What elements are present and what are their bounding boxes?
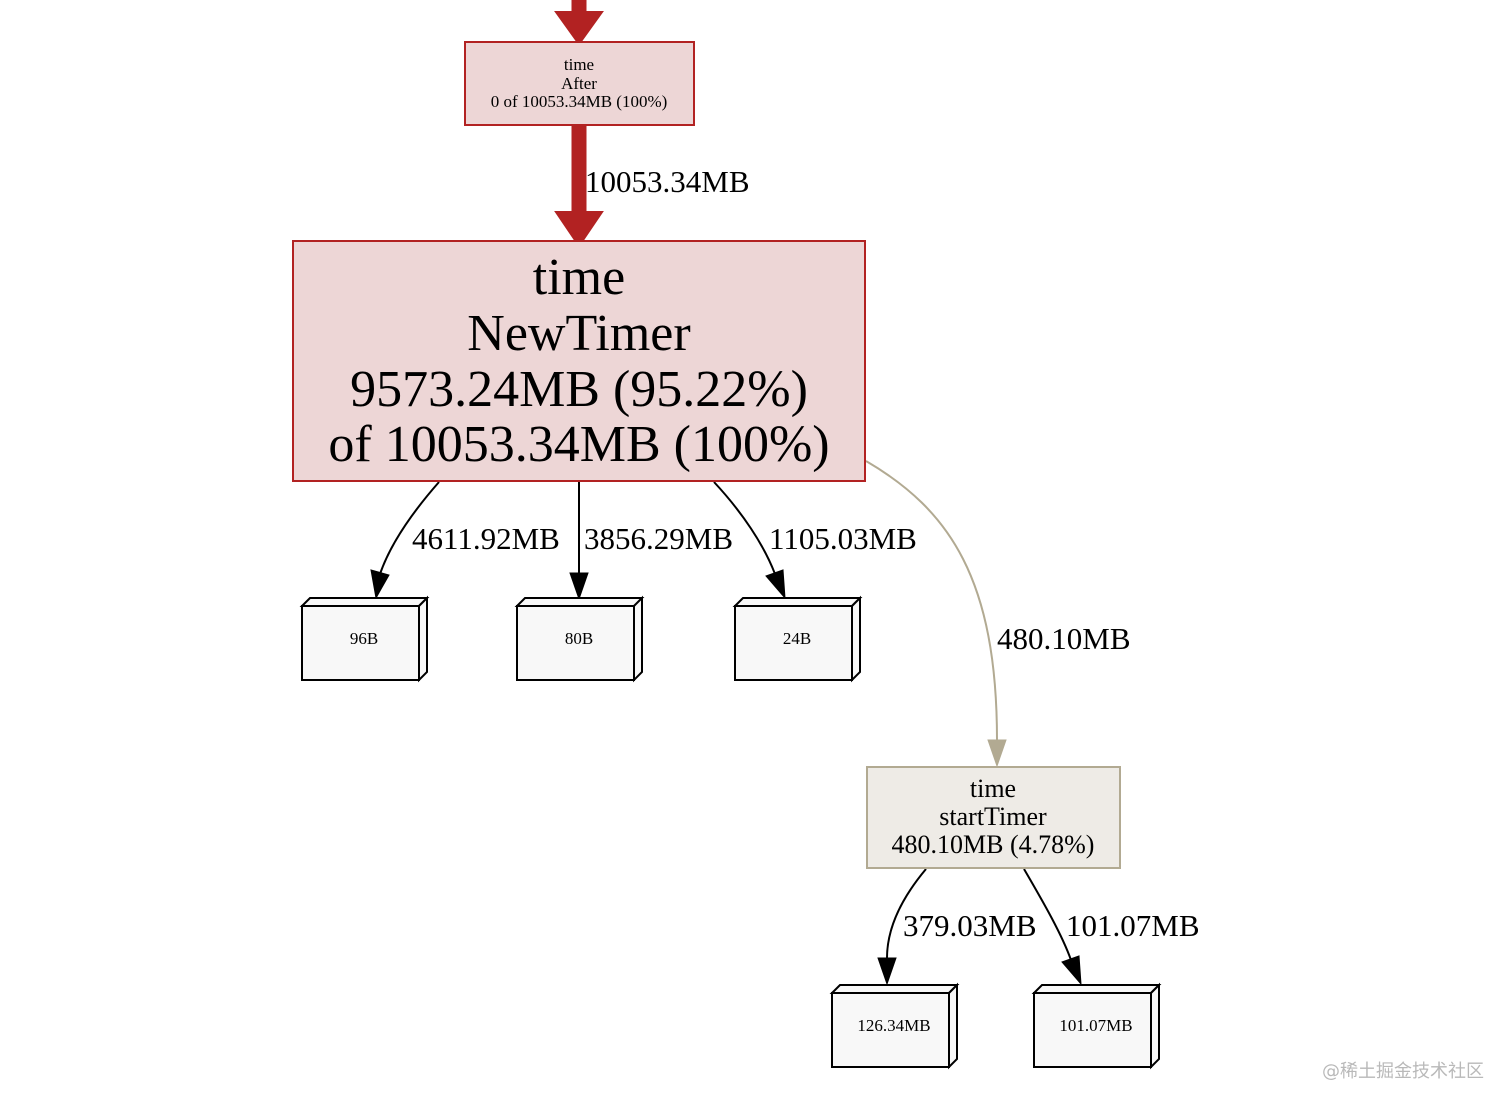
node-box-96b[interactable]: 96B [299, 595, 430, 683]
node-package: time [564, 55, 594, 74]
edge-arrowhead [1061, 955, 1082, 986]
node-box-24b[interactable]: 24B [732, 595, 863, 683]
edge-newtimer-to-starttimer: 480.10MB [865, 460, 1131, 768]
box-top-face [732, 597, 863, 607]
edge-line [1023, 868, 1072, 961]
node-box-80b[interactable]: 80B [514, 595, 645, 683]
box-label: 24B [783, 629, 811, 648]
node-package: time [533, 249, 625, 306]
node-package: time [970, 774, 1016, 803]
node-box [866, 766, 1121, 869]
box-side-face [1150, 982, 1160, 1070]
edge-incoming-to-after [554, 0, 604, 46]
box-top-face [514, 597, 645, 607]
edge-line [886, 868, 927, 959]
box-front-face [516, 605, 635, 681]
edge-arrowhead [765, 569, 786, 600]
box-side-face [633, 595, 643, 683]
edge-starttimer-to-126mb: 379.03MB [877, 868, 1037, 986]
edge-label-newtimer-to-96b: 4611.92MB [412, 521, 560, 556]
node-function: After [561, 74, 597, 93]
node-box [464, 41, 695, 126]
node-value: 480.10MB (4.78%) [892, 830, 1095, 859]
node-time-newtimer[interactable]: time NewTimer 9573.24MB (95.22%) of 1005… [292, 240, 866, 482]
edge-line [713, 481, 776, 575]
edge-line [865, 460, 998, 741]
edge-label-newtimer-to-80b: 3856.29MB [584, 521, 733, 556]
node-box-126mb[interactable]: 126.34MB [829, 982, 960, 1070]
edge-arrowhead [569, 572, 589, 601]
edge-label-starttimer-to-126mb: 379.03MB [903, 908, 1037, 943]
edge-starttimer-to-101mb: 101.07MB [1023, 868, 1200, 986]
box-front-face [831, 992, 950, 1068]
node-function: NewTimer [467, 305, 690, 362]
edge-label-after-to-newtimer: 10053.34MB [585, 164, 750, 199]
edge-line [379, 481, 440, 575]
node-box [292, 240, 866, 482]
box-top-face [299, 597, 430, 607]
node-value: 0 of 10053.34MB (100%) [491, 92, 668, 111]
edge-arrowhead [877, 957, 897, 986]
box-side-face [948, 982, 958, 1070]
box-label: 101.07MB [1059, 1016, 1132, 1035]
node-function: startTimer [939, 802, 1047, 831]
edge-arrowhead [554, 211, 604, 248]
box-front-face [734, 605, 853, 681]
box-front-face [1033, 992, 1152, 1068]
box-front-face [301, 605, 420, 681]
edge-after-to-newtimer: 10053.34MB [554, 126, 750, 248]
watermark-text: @稀土掘金技术社区 [1322, 1061, 1484, 1082]
box-label: 126.34MB [857, 1016, 930, 1035]
edge-newtimer-to-80b: 3856.29MB [569, 482, 733, 601]
edge-label-newtimer-to-starttimer: 480.10MB [997, 621, 1131, 656]
box-side-face [418, 595, 428, 683]
box-label: 80B [565, 629, 593, 648]
edge-newtimer-to-24b: 1105.03MB [713, 481, 917, 600]
node-cum-value: of 10053.34MB (100%) [328, 416, 829, 473]
edge-arrowhead [987, 739, 1007, 768]
node-time-starttimer[interactable]: time startTimer 480.10MB (4.78%) [866, 766, 1121, 869]
edge-label-newtimer-to-24b: 1105.03MB [769, 521, 917, 556]
box-side-face [851, 595, 861, 683]
edge-arrowhead [554, 11, 604, 46]
edge-label-starttimer-to-101mb: 101.07MB [1066, 908, 1200, 943]
edge-arrowhead [370, 569, 390, 600]
box-label: 96B [350, 629, 378, 648]
node-flat-value: 9573.24MB (95.22%) [350, 361, 808, 418]
box-top-face [1031, 984, 1162, 994]
box-top-face [829, 984, 960, 994]
edge-newtimer-to-96b: 4611.92MB [370, 481, 560, 600]
node-time-after[interactable]: time After 0 of 10053.34MB (100%) [464, 41, 695, 126]
node-box-101mb[interactable]: 101.07MB [1031, 982, 1162, 1070]
